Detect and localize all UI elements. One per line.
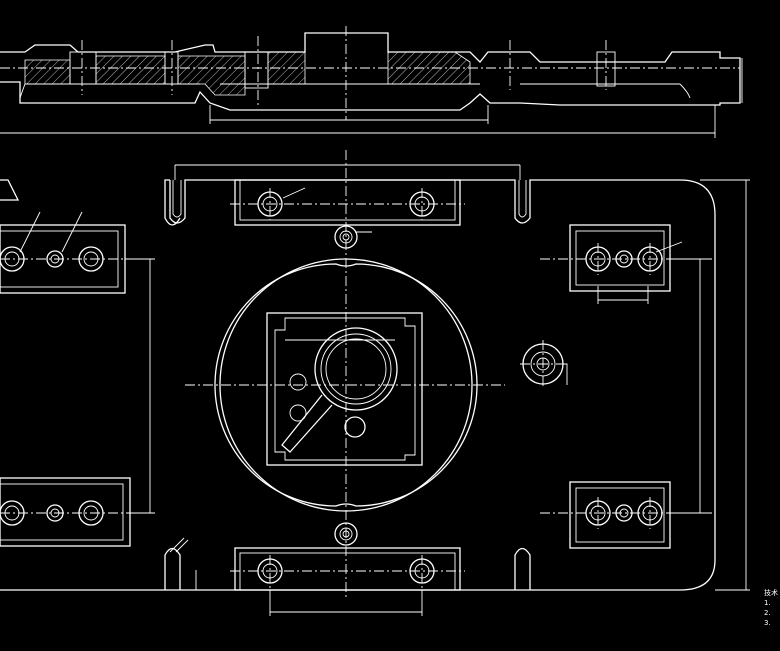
center-bore [314,327,398,411]
notes-title: 技术 [764,589,778,597]
note-item-1: 1. [764,599,771,607]
center-pocket [266,312,423,466]
plate-outline [0,179,716,591]
plan-view [0,150,750,616]
section-outline [0,32,741,111]
section-hatch-center-left [177,55,246,96]
section-hatch-left-2 [95,55,166,85]
inner-ring [214,263,478,507]
technical-notes: 技术 1. 2. 3. [764,588,778,628]
note-item-3: 3. [764,619,771,627]
right-upper-block [569,224,671,292]
right-lower-block [569,481,671,549]
bottom-clamp-block [234,547,461,591]
left-lower-block [0,477,131,547]
section-view [0,26,743,138]
note-item-2: 2. [764,609,771,617]
top-clamp-block [234,179,461,226]
section-hatch-left [24,59,71,85]
